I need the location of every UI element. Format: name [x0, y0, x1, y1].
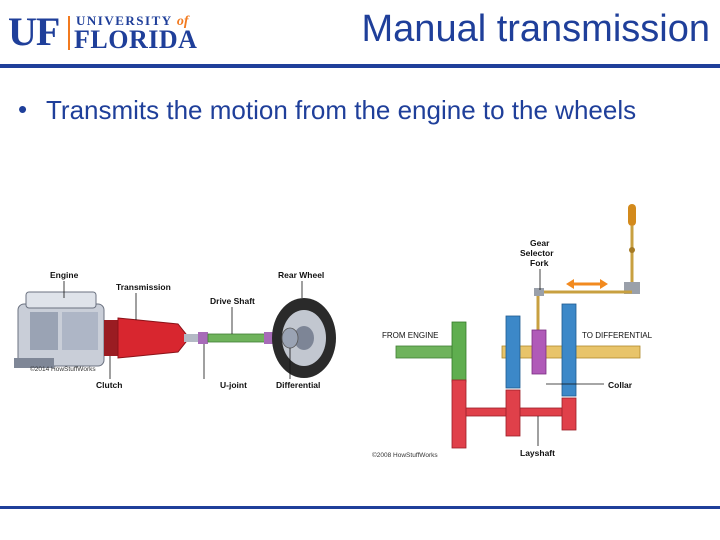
bullet-text: Transmits the motion from the engine to …: [46, 95, 637, 125]
logo-florida-text: FLORIDA: [74, 25, 198, 54]
gearbox-copyright: ©2008 HowStuffWorks: [372, 451, 438, 459]
label-transmission: Transmission: [116, 282, 171, 292]
label-from-engine: FROM ENGINE: [382, 331, 438, 340]
layshaft-gear-3: [561, 397, 577, 431]
drivetrain-diagram: Engine Transmission Drive Shaft Rear Whe…: [8, 262, 348, 392]
label-clutch: Clutch: [96, 380, 122, 390]
bullet-marker: •: [18, 94, 28, 124]
label-rear-wheel: Rear Wheel: [278, 270, 324, 280]
shift-direction-arrow: [566, 279, 608, 289]
gearbox-diagram: Gear Selector Fork FROM ENGINE TO DIFFER…: [366, 200, 666, 466]
transmission-illustration: [117, 317, 187, 359]
drivetrain-copyright: ©2014 HowStuffWorks: [30, 365, 96, 373]
collar-illustration: [531, 329, 547, 375]
input-shaft-illustration: [395, 345, 461, 359]
engine-illustration: [14, 291, 105, 368]
label-engine: Engine: [50, 270, 79, 280]
u-joint-illustration: [198, 332, 208, 344]
label-gear: Gear: [530, 238, 550, 248]
label-collar: Collar: [608, 380, 633, 390]
label-to-differential: TO DIFFERENTIAL: [582, 331, 653, 340]
footer-rule: [0, 506, 720, 509]
logo-separator: [68, 16, 70, 50]
output-gear-2: [561, 303, 577, 397]
output-gear-1: [505, 315, 521, 389]
label-differential: Differential: [276, 380, 320, 390]
drive-shaft-illustration: [207, 333, 267, 343]
input-gear-illustration: [451, 321, 467, 383]
logo-university-text: UNIVERSITY of: [76, 13, 189, 29]
slide-title: Manual transmission: [361, 8, 710, 50]
rear-wheel-illustration: [272, 298, 336, 378]
label-layshaft: Layshaft: [520, 448, 555, 458]
layshaft-gear-2: [505, 389, 521, 437]
logo-uf-mark: UF: [8, 9, 60, 54]
title-rule: [0, 64, 720, 68]
label-drive-shaft: Drive Shaft: [210, 296, 255, 306]
uf-logo: UF UNIVERSITY of FLORIDA: [8, 9, 208, 54]
label-u-joint: U-joint: [220, 380, 247, 390]
layshaft-gear-1: [451, 379, 467, 449]
clutch-illustration: [104, 320, 118, 356]
label-selector: Selector: [520, 248, 554, 258]
label-fork: Fork: [530, 258, 549, 268]
